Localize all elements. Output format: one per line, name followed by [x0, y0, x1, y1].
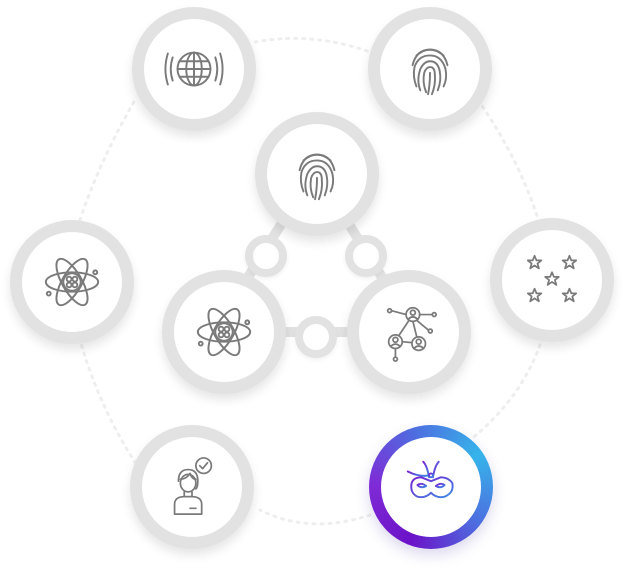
fingerprint-node-top-right[interactable]: [368, 7, 492, 131]
outer-link: [253, 36, 387, 60]
link-node: [295, 316, 337, 358]
outer-link: [476, 98, 542, 227]
link-node: [345, 235, 387, 277]
outer-link: [78, 338, 142, 472]
outer-link: [258, 508, 372, 526]
stars-node[interactable]: [490, 218, 614, 342]
outer-link: [468, 343, 542, 442]
globe-node[interactable]: [132, 7, 256, 131]
atom-icon: [196, 307, 252, 357]
fingerprint-node-center[interactable]: [255, 112, 379, 236]
atom-node-center[interactable]: [162, 270, 286, 394]
verified-user-node[interactable]: [130, 425, 254, 549]
link-node: [245, 235, 287, 277]
globe-signal-icon: [164, 51, 224, 87]
people-network-node[interactable]: [347, 270, 471, 394]
verified-user-icon: [173, 457, 213, 515]
carnival-mask-node[interactable]: [369, 425, 493, 549]
outer-link: [78, 98, 137, 222]
people-network-icon: [386, 306, 437, 362]
stars-icon: [526, 254, 578, 303]
fingerprint-icon: [298, 153, 336, 201]
carnival-mask-flag-icon: [406, 458, 454, 516]
fingerprint-icon: [411, 48, 449, 96]
atom-node-left[interactable]: [10, 220, 134, 344]
atom-icon: [44, 257, 100, 307]
